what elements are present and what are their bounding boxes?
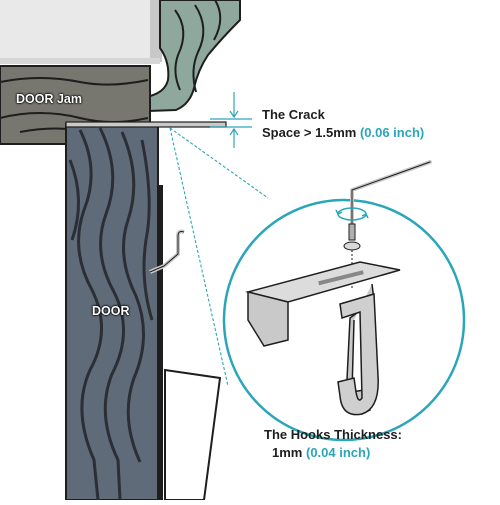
hook-closeup	[245, 160, 432, 416]
dimension-arrows-icon	[210, 92, 252, 148]
crack-title: The Crack	[262, 107, 325, 122]
top-header-panel	[0, 0, 162, 64]
hooks-spec: 1mm (0.04 inch)	[272, 445, 371, 461]
crack-spec-inch: (0.06 inch)	[359, 125, 425, 140]
hooks-title: The Hooks Thickness:	[264, 427, 402, 442]
hook-top-strip	[65, 121, 227, 128]
door-hook-rod	[149, 185, 185, 500]
door-jam-label: DOOR Jam	[16, 92, 82, 106]
zoom-circle	[222, 198, 466, 442]
door-sign-panel	[164, 368, 222, 501]
hooks-spec-inch: (0.04 inch)	[305, 445, 371, 460]
door-label: DOOR	[92, 304, 130, 318]
molding-trim	[116, 0, 241, 114]
rotate-arrow-icon	[335, 207, 369, 221]
crack-spec: Space > 1.5mm (0.06 inch)	[262, 125, 425, 141]
hooks-spec-mm: 1mm	[272, 445, 303, 460]
zoom-leader-lines	[169, 127, 269, 387]
crack-spec-mm: Space > 1.5mm	[262, 125, 357, 140]
